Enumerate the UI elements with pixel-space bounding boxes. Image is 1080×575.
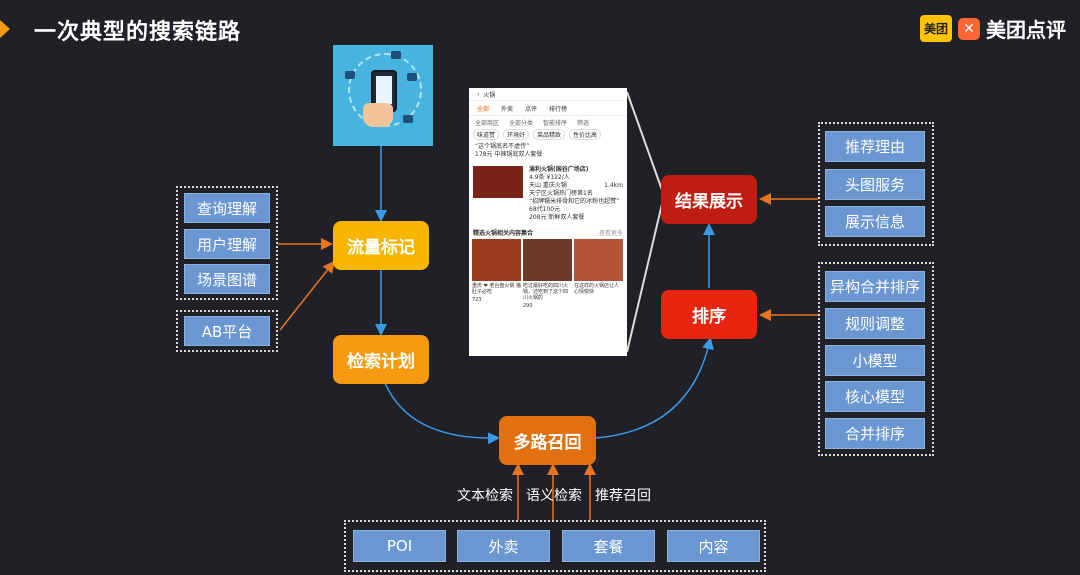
- multi-recall-node: 多路召回: [499, 416, 596, 465]
- restaurant-photo: [473, 166, 523, 198]
- result-display-node: 结果展示: [661, 175, 757, 224]
- traffic-tag-node: 流量标记: [333, 221, 429, 270]
- content-card: 重庆 ❤ 老台盘火锅 猪肚子必吃 723: [472, 239, 521, 309]
- screenshot-chip: 环境好: [503, 128, 530, 140]
- screenshot-tab: 点评: [525, 105, 538, 113]
- ranking-inputs-group: [818, 262, 934, 456]
- rule-adjust-box: 规则调整: [825, 308, 925, 339]
- content-card: 在这样的火锅店让人心情愉快: [574, 239, 623, 309]
- restaurant-coupon: 208元 新鲜双人套餐: [529, 214, 585, 221]
- section-more-link: 查看更多: [598, 230, 623, 237]
- restaurant-name: 渝利火锅(国谷广场店): [529, 166, 589, 173]
- semantic-retrieval-label: 语义检索: [526, 488, 582, 504]
- restaurant-quote: “招牌糯米排骨和它的冰粉也超赞”: [529, 198, 620, 205]
- user-understanding-box: 用户理解: [184, 229, 270, 259]
- ranking-node: 排序: [661, 290, 757, 339]
- display-inputs-group: [818, 122, 934, 246]
- cart-icon: [391, 51, 401, 59]
- merge-rank-box: 合并排序: [825, 418, 925, 449]
- screenshot-filter: 智能排序: [543, 119, 568, 127]
- card-image: [523, 239, 572, 281]
- ab-group: [176, 310, 278, 352]
- sources-group: [344, 520, 766, 572]
- card-image: [574, 239, 623, 281]
- scene-graph-box: 场景图谱: [184, 264, 270, 294]
- content-section-header: 精选火锅相关内容集合 查看更多: [469, 226, 627, 239]
- screenshot-query: 火锅: [483, 91, 496, 99]
- core-model-box: 核心模型: [825, 381, 925, 412]
- restaurant-note: 天宁区火锅热门榜第1名: [529, 190, 593, 197]
- screenshot-chip: 味道赞: [473, 128, 500, 140]
- screenshot-tab: 外卖: [501, 105, 514, 113]
- logo-badge: 美团: [919, 15, 952, 42]
- query-understanding-box: 查询理解: [184, 193, 270, 223]
- screenshot-filter: 筛选: [577, 119, 590, 127]
- small-model-box: 小模型: [825, 345, 925, 376]
- cover-image-service-box: 头图服务: [825, 169, 925, 200]
- heterogeneous-merge-rank-box: 异构合并排序: [825, 271, 925, 302]
- card-text: 重庆 ❤ 老台盘火锅 猪肚子必吃: [472, 283, 521, 295]
- card-icon: [403, 115, 413, 123]
- screenshot-tabs: 全部 外卖 点评 排行榜: [469, 101, 627, 116]
- screenshot-chip: 性价比高: [569, 128, 602, 140]
- screenshot-filter: 全部分类: [509, 119, 534, 127]
- chat-icon: [345, 71, 355, 79]
- screenshot-restaurant: 渝利火锅(国谷广场店) 4.9条 ¥122/人 天山 重庆火锅 1.4km 天宁…: [469, 162, 627, 226]
- screenshot-chip: 菜品精致: [533, 128, 566, 140]
- screenshot-quote: “这个锅底名不虚传”: [475, 143, 530, 150]
- screenshot-tab: 全部: [477, 105, 490, 113]
- source-poi-box: POI: [353, 530, 446, 562]
- content-card: 吃过最好吃的四川火锅，还吃到了这个四川火锅的 290: [523, 239, 572, 309]
- text-retrieval-label: 文本检索: [457, 488, 513, 504]
- source-content-box: 内容: [667, 530, 760, 562]
- screenshot-search-bar: ‹ 火锅: [469, 88, 627, 101]
- screenshot-prev-item: “这个锅底名不虚传” 178元 中辣锅底双人套餐: [469, 140, 627, 162]
- screenshot-chips: 味道赞 环境好 菜品精致 性价比高: [469, 128, 627, 140]
- screenshot-tab: 排行榜: [549, 105, 568, 113]
- source-package-box: 套餐: [562, 530, 655, 562]
- recommend-reason-box: 推荐理由: [825, 131, 925, 162]
- ab-platform-box: AB平台: [184, 316, 270, 346]
- title-marker: [0, 20, 10, 38]
- card-likes: 290: [523, 303, 533, 309]
- search-illustration: [333, 45, 433, 146]
- restaurant-area: 天山 重庆火锅: [529, 182, 567, 189]
- display-info-box: 展示信息: [825, 206, 925, 237]
- brand-logo: 美团 ✕ 美团点评: [919, 14, 1066, 43]
- content-cards: 重庆 ❤ 老台盘火锅 猪肚子必吃 723 吃过最好吃的四川火锅，还吃到了这个四川火…: [469, 239, 627, 309]
- card-text: 在这样的火锅店让人心情愉快: [574, 283, 620, 295]
- understanding-group: [176, 186, 278, 300]
- lock-icon: [407, 73, 417, 81]
- restaurant-distance: 1.4km: [604, 182, 623, 189]
- card-likes: 723: [472, 297, 482, 303]
- section-title: 精选火锅相关内容集合: [473, 230, 534, 237]
- page-title: 一次典型的搜索链路: [34, 20, 242, 45]
- back-icon: ‹: [477, 90, 484, 98]
- screenshot-filters: 全部商区 全部分类 智能排序 筛选: [469, 116, 627, 128]
- screenshot-filter: 全部商区: [475, 119, 500, 127]
- restaurant-coupon: 68代100元: [529, 206, 561, 213]
- card-likes: [574, 295, 623, 297]
- logo-text: 美团点评: [986, 18, 1066, 42]
- restaurant-rating: 4.9条 ¥122/人: [529, 174, 570, 181]
- card-text: 吃过最好吃的四川火锅，还吃到了这个四川火锅的: [523, 283, 569, 301]
- screenshot-deal: 178元 中辣锅底双人套餐: [475, 151, 543, 158]
- source-takeout-box: 外卖: [457, 530, 550, 562]
- recommendation-recall-label: 推荐召回: [595, 488, 651, 504]
- card-image: [472, 239, 521, 281]
- hand-icon: [363, 103, 393, 127]
- search-result-screenshot: ‹ 火锅 全部 外卖 点评 排行榜 全部商区 全部分类 智能排序 筛选 味道赞 …: [469, 88, 627, 356]
- logo-mark-icon: ✕: [958, 17, 980, 40]
- search-plan-node: 检索计划: [333, 335, 429, 384]
